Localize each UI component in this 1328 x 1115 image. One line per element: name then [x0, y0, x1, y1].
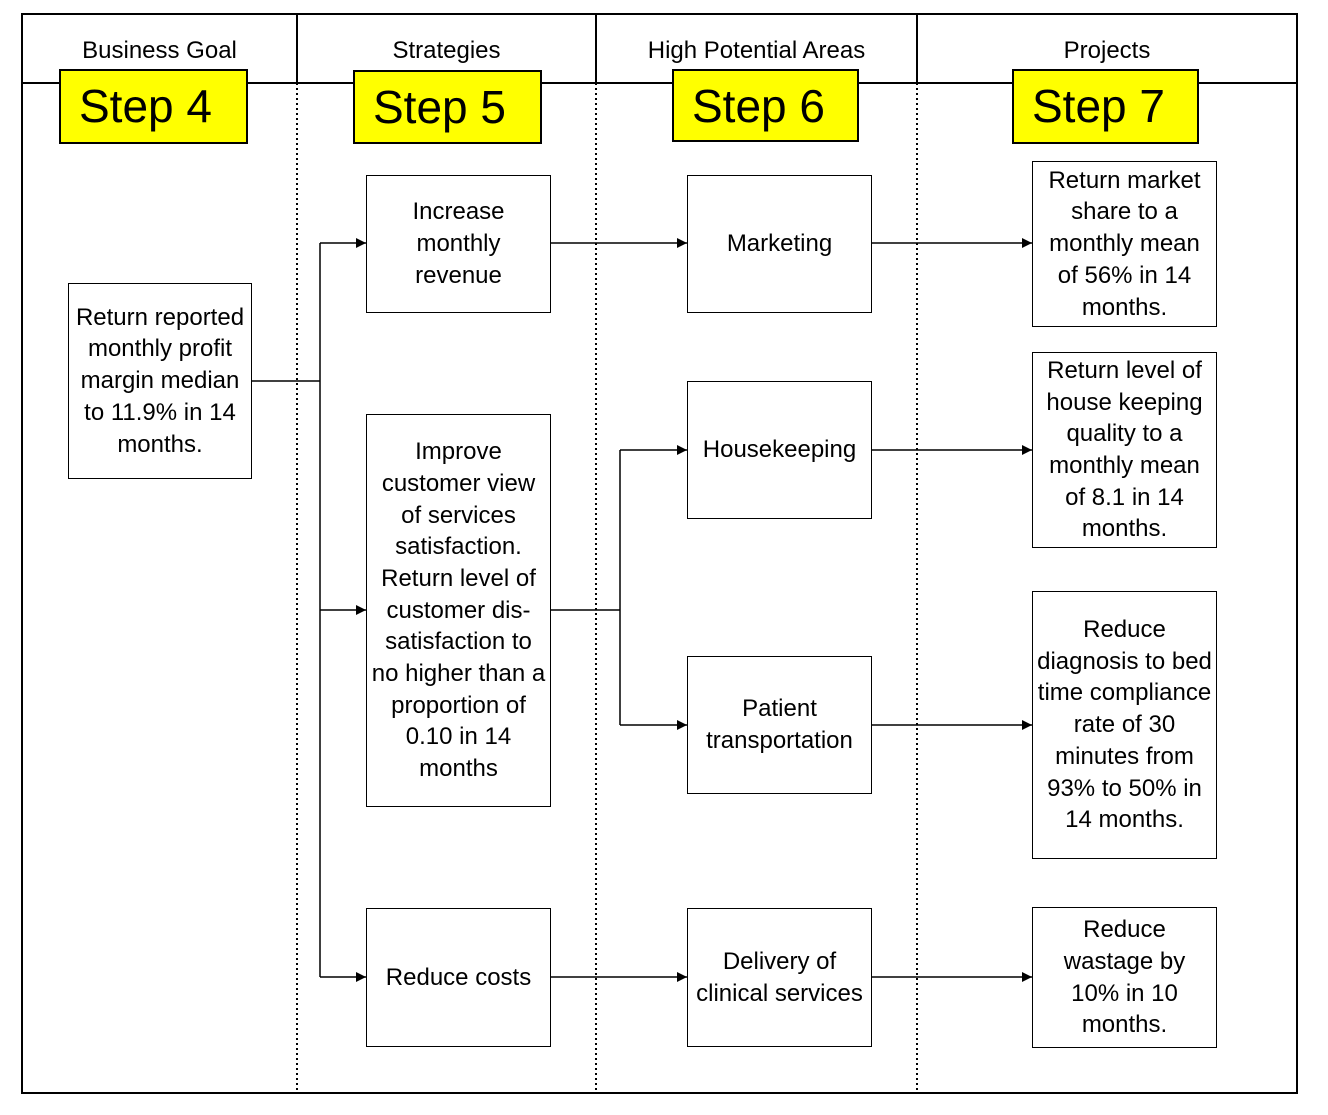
strategy-box-revenue: Increase monthly revenue — [366, 175, 551, 313]
strategy-text: Improve customer view of services satisf… — [371, 438, 546, 783]
outer-frame — [21, 13, 1298, 1094]
area-box-marketing: Marketing — [687, 175, 872, 313]
header-high-potential-areas: High Potential Areas — [647, 37, 866, 64]
strategy-box-customer-satisfaction: Improve customer view of services satisf… — [366, 414, 551, 807]
project-box-wastage: Reduce wastage by 10% in 10 months. — [1032, 907, 1217, 1048]
project-text: Reduce wastage by 10% in 10 months. — [1063, 916, 1186, 1039]
business-goal-box: Return reported monthly profit margin me… — [68, 283, 252, 479]
project-box-housekeeping-quality: Return level of house keeping quality to… — [1032, 352, 1217, 548]
project-text: Reduce diagnosis to bed time compliance … — [1037, 616, 1212, 834]
step-6-label: Step 6 — [672, 69, 859, 142]
area-text: Marketing — [726, 230, 833, 258]
project-text: Return market share to a monthly mean of… — [1048, 166, 1201, 321]
strategy-text: Increase monthly revenue — [412, 198, 505, 289]
header-projects: Projects — [1063, 37, 1151, 64]
strategy-text: Reduce costs — [385, 963, 532, 991]
step-4-label: Step 4 — [59, 69, 248, 144]
header-business-goal: Business Goal — [82, 37, 237, 64]
step-5-label: Step 5 — [353, 70, 542, 144]
project-box-market-share: Return market share to a monthly mean of… — [1032, 161, 1217, 327]
area-box-patient-transportation: Patient transportation — [687, 656, 872, 794]
area-box-housekeeping: Housekeeping — [687, 381, 872, 519]
business-goal-text: Return reported monthly profit margin me… — [75, 303, 245, 458]
area-box-clinical-services: Delivery of clinical services — [687, 908, 872, 1047]
area-text: Patient transportation — [706, 695, 853, 754]
strategy-box-costs: Reduce costs — [366, 908, 551, 1047]
project-text: Return level of house keeping quality to… — [1046, 356, 1203, 543]
project-box-diagnosis-to-bed: Reduce diagnosis to bed time compliance … — [1032, 591, 1217, 859]
area-text: Delivery of clinical services — [696, 947, 863, 1007]
step-7-label: Step 7 — [1012, 69, 1199, 144]
header-strategies: Strategies — [392, 37, 501, 64]
area-text: Housekeeping — [702, 436, 857, 464]
